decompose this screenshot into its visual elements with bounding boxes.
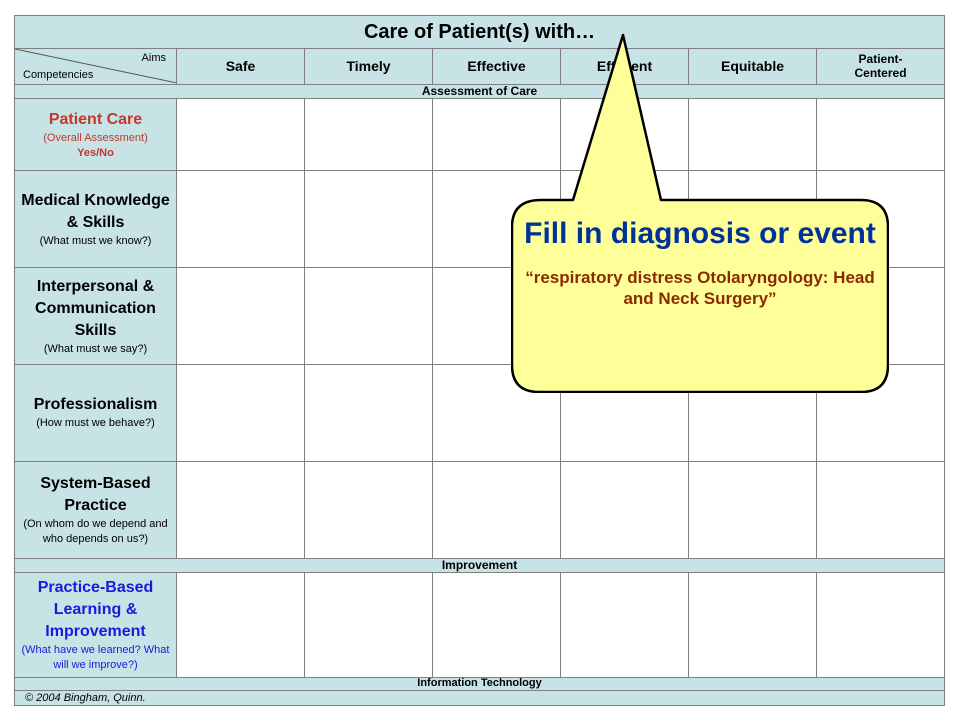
competency-practice-based: Practice-Based Learning & Improvement (W… — [14, 571, 177, 678]
competency-subtitle: (What must we know?) — [39, 234, 152, 247]
matrix-cell[interactable] — [304, 363, 433, 462]
matrix-cell[interactable] — [304, 571, 433, 678]
page-title: Care of Patient(s) with… — [13, 14, 946, 50]
matrix-cell[interactable] — [815, 571, 946, 678]
section-assessment: Assessment of Care — [13, 83, 946, 99]
matrix-cell[interactable] — [432, 97, 561, 172]
competency-medical-knowledge: Medical Knowledge & Skills (What must we… — [14, 170, 177, 269]
competency-subtitle: (On whom do we depend and who depends on… — [23, 517, 168, 545]
aim-timely: Timely — [304, 48, 433, 85]
competency-title: Professionalism — [33, 396, 158, 414]
matrix-cell[interactable] — [432, 571, 561, 678]
aim-effective: Effective — [432, 48, 561, 85]
competency-subtitle: (Overall Assessment) — [43, 131, 148, 144]
aim-equitable: Equitable — [688, 48, 817, 85]
matrix-cell[interactable] — [304, 97, 433, 172]
competency-interpersonal: Interpersonal & Communication Skills (Wh… — [14, 267, 177, 365]
matrix-cell[interactable] — [176, 267, 305, 365]
section-improvement: Improvement — [13, 557, 946, 573]
competency-professionalism: Professionalism (How must we behave?) — [14, 363, 177, 462]
competencies-label: Competencies — [23, 68, 94, 81]
matrix-cell[interactable] — [176, 170, 305, 269]
competency-system-based: System-Based Practice (On whom do we dep… — [14, 460, 177, 559]
matrix-cell[interactable] — [176, 460, 305, 559]
callout-quote: “respiratory distress Otolaryngology: He… — [525, 268, 875, 308]
competency-subtitle-yes-no: Yes/No — [77, 146, 114, 159]
competency-title: System-Based Practice — [40, 474, 151, 514]
competency-subtitle: (What must we say?) — [43, 342, 148, 355]
matrix-cell[interactable] — [432, 460, 561, 559]
callout-title: Fill in diagnosis or event — [524, 217, 876, 250]
competency-subtitle: (What have we learned? What will we impr… — [21, 643, 170, 671]
matrix-cell[interactable] — [176, 363, 305, 462]
competency-patient-care: Patient Care (Overall Assessment) Yes/No — [14, 97, 177, 172]
matrix-cell[interactable] — [304, 170, 433, 269]
matrix-cell[interactable] — [560, 571, 689, 678]
callout-bubble — [511, 33, 889, 393]
matrix-cell[interactable] — [560, 460, 689, 559]
matrix-cell[interactable] — [815, 460, 946, 559]
matrix-cell[interactable] — [688, 571, 817, 678]
aims-label: Aims — [141, 52, 166, 65]
copyright-notice: © 2004 Bingham, Quinn. — [13, 689, 946, 707]
matrix-cell[interactable] — [688, 97, 817, 172]
corner-diagonal — [15, 49, 177, 84]
competency-title: Interpersonal & Communication Skills — [35, 277, 156, 339]
matrix-cell[interactable] — [815, 363, 946, 462]
aims-competencies-corner: Aims Competencies — [14, 48, 177, 85]
matrix-cell[interactable] — [176, 571, 305, 678]
matrix-cell[interactable] — [815, 97, 946, 172]
competency-title: Practice-Based Learning & Improvement — [37, 578, 154, 640]
competency-subtitle: (How must we behave?) — [36, 417, 155, 430]
competency-title: Patient Care — [48, 110, 143, 128]
matrix-cell[interactable] — [304, 267, 433, 365]
aim-patient-centered: Patient- Centered — [815, 48, 946, 85]
matrix-cell[interactable] — [304, 460, 433, 559]
competency-title: Medical Knowledge & Skills — [21, 191, 170, 231]
matrix-cell[interactable] — [688, 460, 817, 559]
section-information-technology: Information Technology — [13, 676, 946, 691]
aim-safe: Safe — [176, 48, 305, 85]
matrix-cell[interactable] — [176, 97, 305, 172]
callout-content: Fill in diagnosis or event “respiratory … — [520, 213, 880, 309]
